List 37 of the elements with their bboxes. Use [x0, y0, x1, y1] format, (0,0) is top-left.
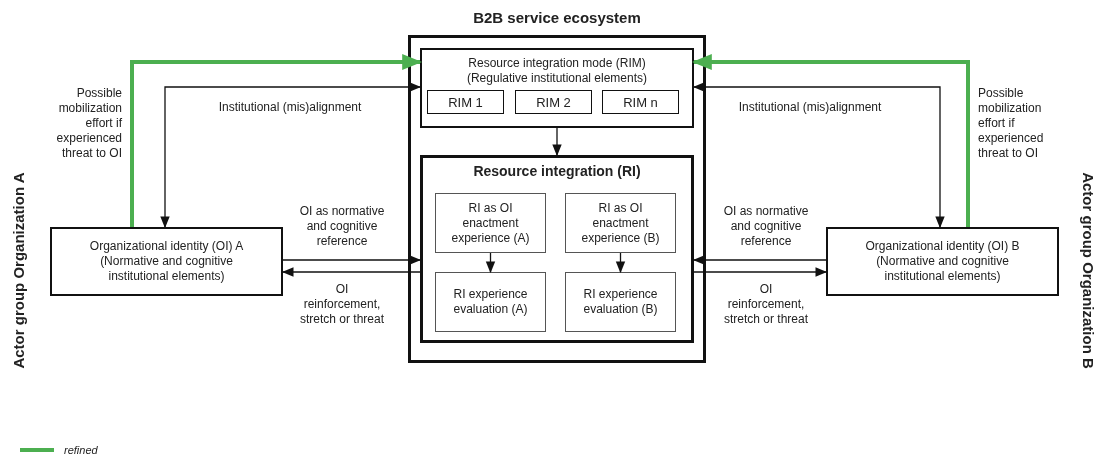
thick-arrow	[130, 54, 422, 227]
arrow	[281, 267, 421, 277]
process-box	[435, 193, 546, 253]
process-box	[565, 272, 676, 332]
arrow	[282, 255, 422, 265]
node-text: RI experience evaluation (B)	[582, 287, 659, 317]
diagram-heading: B2B service ecosystem	[473, 10, 641, 25]
resource-integration-mode-box	[420, 48, 694, 128]
section-heading: Resource integration (RI)	[473, 164, 641, 179]
organizational-identity-box	[826, 227, 1059, 296]
side-label: Actor group Organization A	[9, 171, 27, 369]
node-text: RIM 1	[448, 94, 483, 110]
arrow	[692, 255, 827, 265]
thick-arrow	[692, 54, 970, 227]
arrow	[692, 82, 945, 229]
node-text: RIM n	[623, 94, 658, 110]
arrow	[615, 252, 626, 274]
process-box	[565, 193, 676, 253]
node-text: RIM 2	[536, 94, 571, 110]
node-text: RI as OI enactment experience (A)	[450, 200, 531, 246]
arrow	[552, 127, 562, 157]
node-text: Organizational identity (OI) A (Normative and cognitive institutional elements)	[88, 239, 245, 284]
arrow	[485, 252, 496, 274]
arrow	[160, 82, 422, 229]
resource-integration-box	[420, 155, 694, 343]
rim-box	[515, 90, 592, 114]
arrow	[693, 267, 828, 277]
organizational-identity-box	[50, 227, 283, 296]
rim-box	[427, 90, 504, 114]
node-text: RI as OI enactment experience (B)	[580, 200, 661, 246]
side-label: Actor group Organization B	[1079, 171, 1097, 369]
node-text: Resource integration mode (RIM) (Regulative institutional elements)	[465, 56, 649, 86]
rim-box	[602, 90, 679, 114]
node-text: RI experience evaluation (A)	[452, 287, 529, 317]
legend-label: refined	[64, 444, 98, 456]
node-text: Organizational identity (OI) B (Normative and cognitive institutional elements)	[864, 239, 1021, 284]
process-box	[435, 272, 546, 332]
